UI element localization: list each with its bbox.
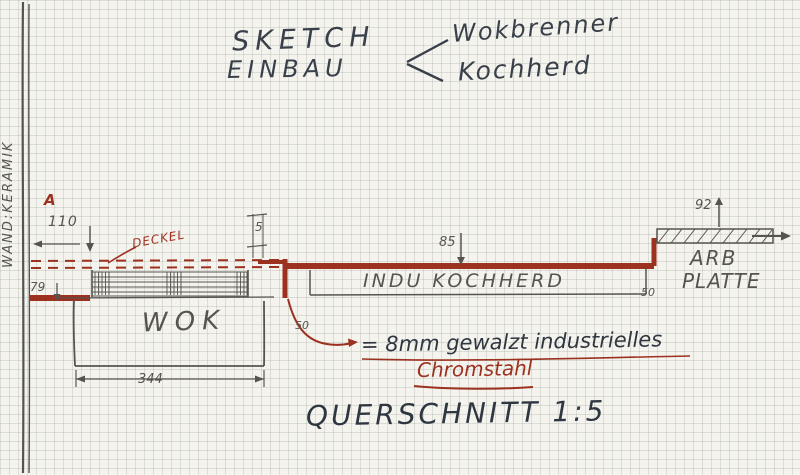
induction-body-outline [309, 269, 647, 296]
wok-outline [59, 296, 275, 367]
dim-79-arrow [53, 283, 61, 301]
marker-a-label: A [44, 191, 56, 209]
worktop-label-line2: PLATTE [682, 269, 761, 293]
dim-92-label: 92 [695, 198, 712, 213]
worktop-label-line1: ARB [690, 246, 738, 270]
dim-85-label: 85 [439, 235, 456, 250]
wall-line [21, 1, 31, 474]
burner-grate [91, 270, 249, 297]
material-leader-squiggle [287, 298, 358, 347]
sketch-title-line1: SKETCH [231, 21, 377, 58]
dim-110-label: 110 [48, 214, 78, 230]
wok-label: WOK [141, 305, 227, 339]
dim-5-ticks [246, 213, 268, 258]
dim-92-arrow [715, 197, 723, 227]
dim-5-label: 5 [255, 220, 263, 234]
worktop-direction-arrow [752, 231, 791, 241]
dim-85-arrow [457, 233, 465, 265]
deckel-dashed-lines [30, 259, 284, 269]
wall-material-label: WAND:KERAMIK [1, 140, 16, 268]
dim-79-label: 79 [30, 280, 46, 294]
dim-110-arrow [33, 226, 94, 252]
worktop-outline [656, 228, 774, 244]
dim-344-line [75, 370, 265, 387]
dim-344-label: 344 [138, 372, 163, 387]
cooktop-label: INDU KOCHHERD [363, 270, 565, 292]
material-underline [361, 355, 691, 390]
material-note-line2: Chromstahl [416, 355, 533, 383]
material-note-line1: = 8mm gewalzt industrielles [360, 327, 663, 357]
title-fork-lines [406, 38, 449, 83]
sketch-title-line2: EINBAU [226, 53, 348, 85]
section-caption: QUERSCHNITT 1:5 [305, 394, 607, 433]
dim-50-cooktop-label: 50 [641, 286, 655, 299]
deckel-leader-line [107, 246, 137, 264]
dim-50-leader-label: 50 [295, 319, 309, 332]
